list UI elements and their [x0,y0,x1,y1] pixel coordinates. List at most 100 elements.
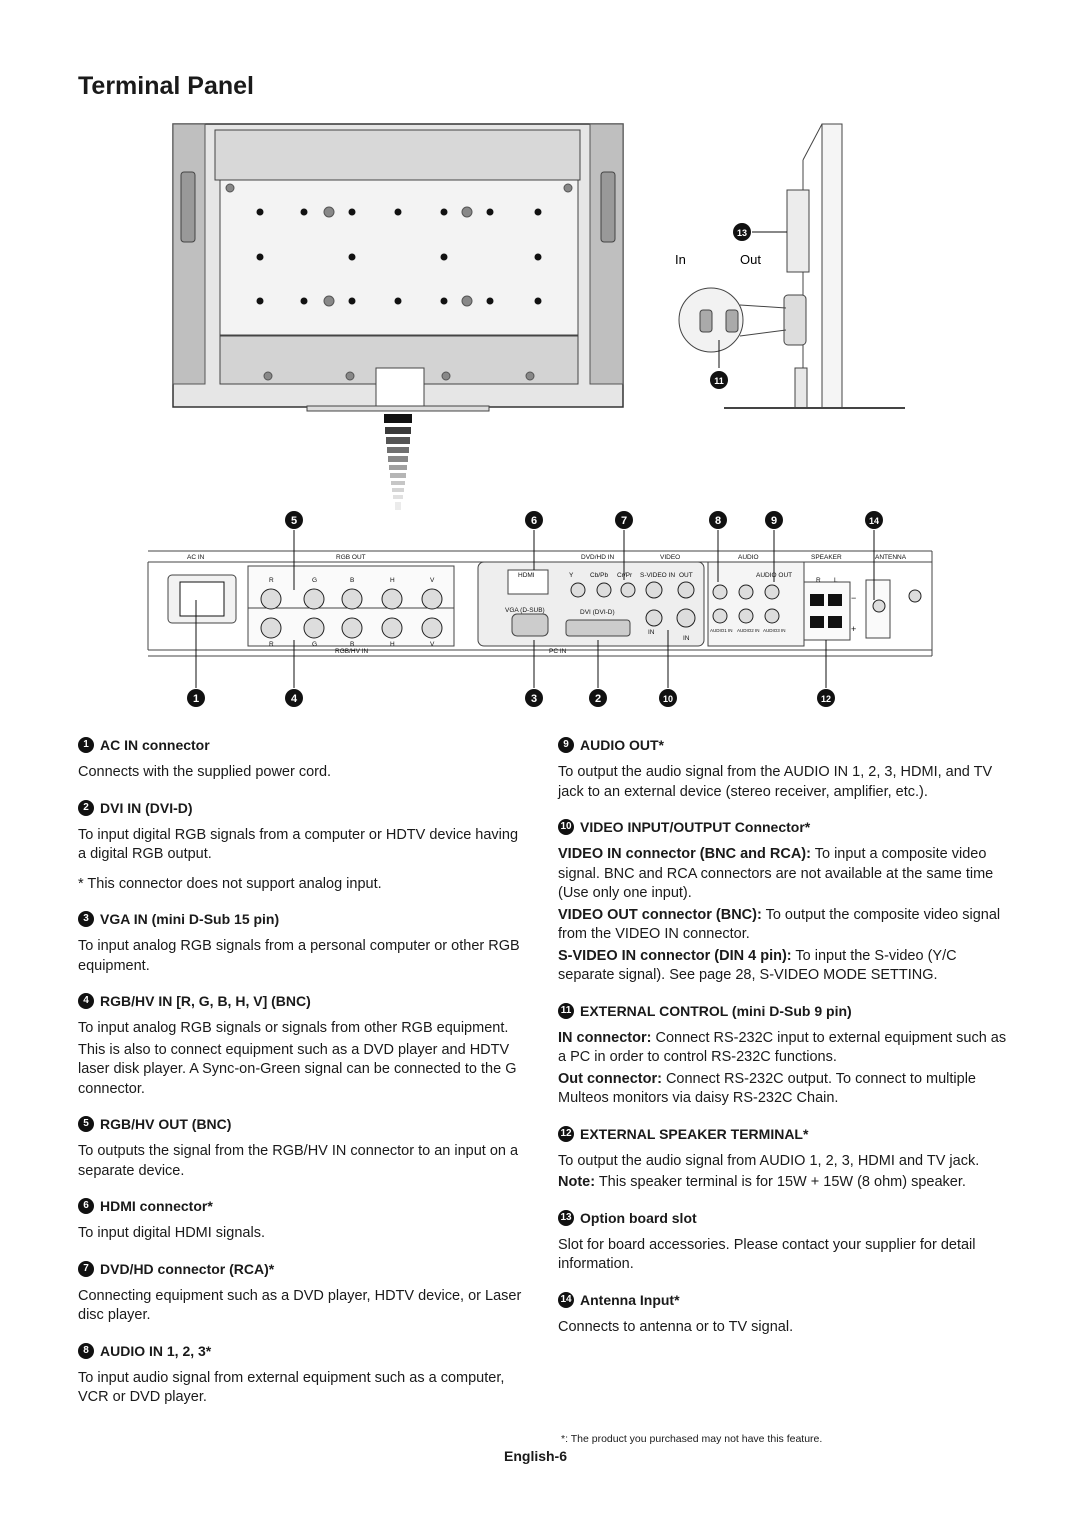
connector-description: VIDEO IN connector (BNC and RCA): To inp… [558,845,1008,904]
connector-title: Option board slot [580,1209,697,1226]
connector-item-4: 4 RGB/HV IN [R, G, B, H, V] (BNC) To input… [78,992,528,1099]
description-text: To input the S-video (Y/C separate signa… [558,947,957,984]
description-text: To outputs the signal from the RGB/HV IN… [78,1143,519,1179]
label-y: Y [569,572,574,579]
connector-description: Connecting equipment such as a DVD playe… [78,1287,528,1326]
paragraph-gap [78,867,528,875]
connector-heading: 5 RGB/HV OUT (BNC) [78,1115,528,1133]
description-lead: IN connector: [558,1029,652,1046]
connector-title: AUDIO OUT* [580,737,664,753]
callout-badge-13: 13 [733,223,751,241]
connector-heading: 8 AUDIO IN 1, 2, 3* [78,1342,528,1360]
monitor-side-view [678,123,905,409]
zoom-indicator [384,414,412,510]
terminal-panel-diagram: In Out [147,123,933,707]
number-badge: 4 [78,993,94,1009]
label-rgb-hv-in: RGB/HV IN [335,648,369,655]
description-text: To input a composite video signal. BNC a… [558,846,994,901]
svg-text:11: 11 [714,376,724,386]
ext-control-out-label: Out [740,252,761,267]
connector-description: Out connector: Connect RS-232C output. T… [558,1070,1008,1109]
connector-heading: 4 RGB/HV IN [R, G, B, H, V] (BNC) [78,992,528,1010]
connector-title: AUDIO IN 1, 2, 3* [100,1342,212,1359]
number-badge: 1 [78,737,94,753]
connector-item-8: 8 AUDIO IN 1, 2, 3* To input audio signal … [78,1342,528,1408]
number-badge: 6 [78,1198,94,1214]
number-badge: 7 [78,1260,94,1277]
footnote: *: The product you purchased may not hav… [561,1433,823,1445]
description-lead: S-VIDEO IN connector (DIN 4 pin): [558,947,792,964]
label-svideo-in: S-VIDEO IN [640,572,675,579]
connector-description: To input analog RGB signals from a perso… [78,937,528,976]
label-hdmi: HDMI [518,572,535,579]
description-lead: VIDEO IN connector (BNC and RCA): [558,846,811,862]
connector-description: To input digital RGB signals from a comp… [78,826,528,865]
callout-badge-6: 6 [525,511,543,529]
description-lead: Out connector: [558,1070,662,1087]
label-out-r: R [269,577,274,584]
callout-badge-3: 3 [525,689,543,707]
connector-title: EXTERNAL CONTROL (mini D-Sub 9 pin) [580,1002,852,1019]
connector-title: RGB/HV OUT (BNC) [100,1116,232,1132]
callout-badge-4: 4 [285,689,303,707]
label-in-g: G [312,641,317,648]
description-text: Connecting equipment such as a DVD playe… [78,1287,522,1324]
number-badge: 2 [78,799,94,816]
connector-description: To input digital HDMI signals. [78,1224,528,1244]
label-cb-pb: Cb/Pb [590,572,608,579]
connector-description: Connects with the supplied power cord. [78,763,528,783]
callout-badge-7: 7 [615,511,633,529]
number-badge: 8 [78,1342,94,1359]
terminal-panel-strip [147,530,933,688]
description-text: Slot for board accessories. Please conta… [558,1236,976,1273]
label-out-h: H [390,577,395,584]
description-text: To input analog RGB signals or signals f… [78,1020,509,1036]
label-antenna: ANTENNA [875,554,907,561]
description-text: * This connector does not support analog… [78,875,382,892]
connector-description: This is also to connect equipment such a… [78,1041,528,1100]
label-out-v: V [430,577,435,584]
label-speaker: SPEAKER [811,554,842,561]
label-out-g: G [312,577,317,584]
svg-text:6: 6 [531,515,537,527]
connector-description: To outputs the signal from the RGB/HV IN… [78,1142,528,1181]
description-text: To output the audio signal from AUDIO 1,… [558,1152,980,1169]
svg-text:3: 3 [531,693,537,705]
number-badge: 12 [558,1125,574,1142]
number-badge: 5 [78,1116,94,1132]
description-lead: Note: [558,1174,596,1190]
connector-description: To input audio signal from external equi… [78,1369,528,1408]
label-audio: AUDIO [738,554,759,561]
page-title: Terminal Panel [78,72,254,100]
page-number: English-6 [504,1448,568,1464]
callout-badge-11: 11 [710,371,728,389]
label-speaker-l: L [834,577,838,584]
description-text: This speaker terminal is for 15W + 15W (… [595,1174,966,1190]
label-cr-pr: Cr/Pr [617,572,633,579]
monitor-back-view [172,123,624,412]
connector-title: RGB/HV IN [R, G, B, H, V] (BNC) [100,993,311,1009]
connector-description: VIDEO OUT connector (BNC): To output the… [558,906,1008,945]
callout-badge-2: 2 [589,689,607,707]
svg-text:10: 10 [663,694,673,704]
connector-title: HDMI connector* [100,1198,213,1214]
label-dvd-hd-in: DVD/HD IN [581,554,615,561]
callout-badge-8: 8 [709,511,727,529]
